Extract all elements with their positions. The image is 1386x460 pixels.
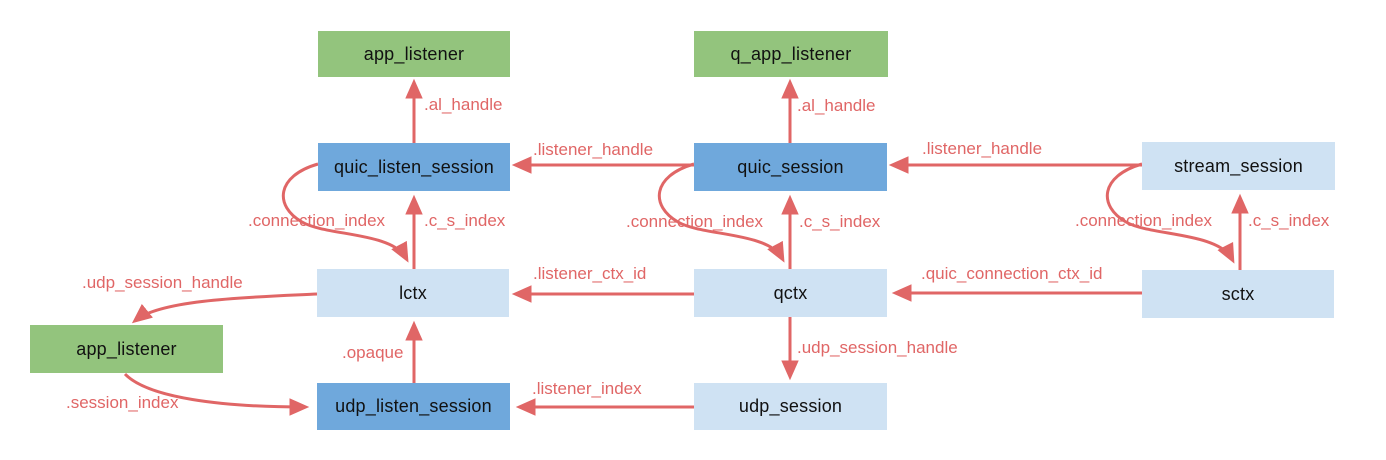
edge-connection-index-right: [1105, 162, 1235, 264]
edge-label-listener-handle-right: .listener_handle: [922, 139, 1043, 158]
node-udp-session: udp_session: [694, 383, 887, 430]
edge-connection-index-left: [281, 162, 409, 263]
node-label-qctx: qctx: [773, 282, 808, 303]
edge-label-al-handle-mid: .al_handle: [797, 96, 876, 115]
node-app-listener-top: app_listener: [318, 31, 510, 77]
node-app-listener-bottom: app_listener: [30, 325, 223, 373]
node-q-app-listener: q_app_listener: [694, 31, 888, 77]
node-label-quic-session: quic_session: [737, 156, 844, 177]
node-lctx: lctx: [317, 269, 509, 317]
edge-label-session-index: .session_index: [66, 393, 179, 412]
edge-label-udp-session-handle-left: .udp_session_handle: [82, 273, 243, 292]
node-label-quic-listen-session: quic_listen_session: [334, 156, 494, 177]
node-qctx: qctx: [694, 269, 887, 317]
edge-udp-session-handle-left: [131, 292, 318, 324]
node-label-udp-listen-session: udp_listen_session: [335, 396, 492, 416]
edge-label-c-s-index-mid: .c_s_index: [799, 212, 881, 231]
edge-label-connection-index-mid: .connection_index: [626, 212, 764, 231]
node-label-app-listener-top: app_listener: [363, 43, 465, 64]
node-label-udp-session: udp_session: [738, 396, 843, 416]
edge-label-connection-index-right: .connection_index: [1075, 211, 1213, 230]
node-label-q-app-listener: q_app_listener: [730, 43, 852, 64]
edge-label-listener-ctx-id: .listener_ctx_id: [533, 264, 647, 283]
edge-connection-index-mid: [657, 162, 785, 263]
node-stream-session: stream_session: [1142, 142, 1335, 190]
node-label-stream-session: stream_session: [1174, 155, 1303, 176]
node-udp-listen-session: udp_listen_session: [317, 383, 510, 430]
node-quic-session: quic_session: [694, 143, 887, 191]
edge-session-index: [123, 372, 310, 416]
edge-label-c-s-index-left: .c_s_index: [424, 211, 506, 230]
edge-label-connection-index-left: .connection_index: [248, 211, 386, 230]
edge-label-opaque: .opaque: [342, 343, 404, 362]
node-label-sctx: sctx: [1221, 283, 1255, 304]
edge-label-quic-connection-ctx-id: .quic_connection_ctx_id: [921, 264, 1103, 283]
edge-label-udp-session-handle-mid: .udp_session_handle: [797, 338, 958, 357]
node-sctx: sctx: [1142, 270, 1334, 318]
node-quic-listen-session: quic_listen_session: [318, 143, 510, 191]
edge-label-listener-index: .listener_index: [532, 379, 642, 398]
edge-label-al-handle-left: .al_handle: [424, 95, 503, 114]
node-label-app-listener-bottom: app_listener: [76, 338, 177, 359]
edge-label-c-s-index-right: .c_s_index: [1248, 211, 1330, 230]
edge-label-listener-handle-left: .listener_handle: [533, 140, 654, 159]
node-label-lctx: lctx: [399, 282, 427, 303]
